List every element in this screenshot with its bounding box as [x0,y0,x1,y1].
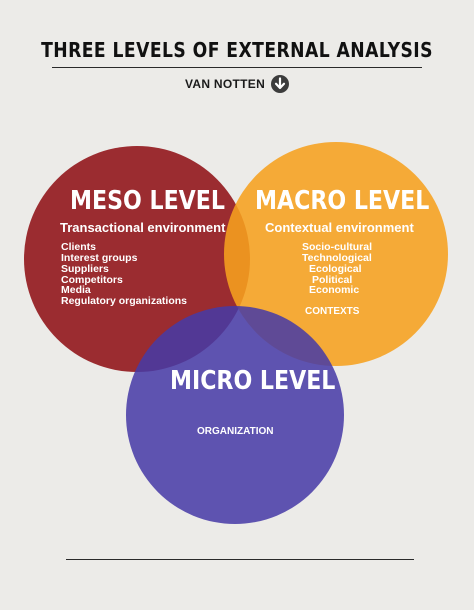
arrow-down-circle-icon[interactable] [271,75,290,93]
meso-item: Clients [61,241,97,253]
macro-level-title: MACRO LEVEL [255,186,430,216]
meso-item: Media [61,284,91,296]
macro-item: Socio-cultural [302,241,373,253]
meso-level-title: MESO LEVEL [70,186,225,216]
meso-level-subtitle: Transactional environment [60,220,226,235]
micro-caption: ORGANIZATION [197,426,274,437]
author-label: VAN NOTTEN [184,77,266,91]
micro-level-circle [126,306,344,524]
title-divider [52,67,422,68]
author-row: VAN NOTTEN [0,74,474,94]
page-title: THREE LEVELS OF EXTERNAL ANALYSIS [41,38,433,62]
macro-caption: CONTEXTS [305,306,360,317]
footer-divider [66,559,414,560]
meso-item: Regulatory organizations [61,295,188,307]
macro-item: Ecological [309,263,362,275]
meso-item: Suppliers [61,263,109,275]
meso-item: Interest groups [61,252,138,264]
macro-item: Political [312,274,353,286]
macro-level-subtitle: Contextual environment [265,220,414,235]
macro-item: Technological [302,252,372,264]
micro-level-title: MICRO LEVEL [170,366,336,396]
macro-item: Economic [309,284,360,296]
meso-item: Competitors [61,274,123,286]
